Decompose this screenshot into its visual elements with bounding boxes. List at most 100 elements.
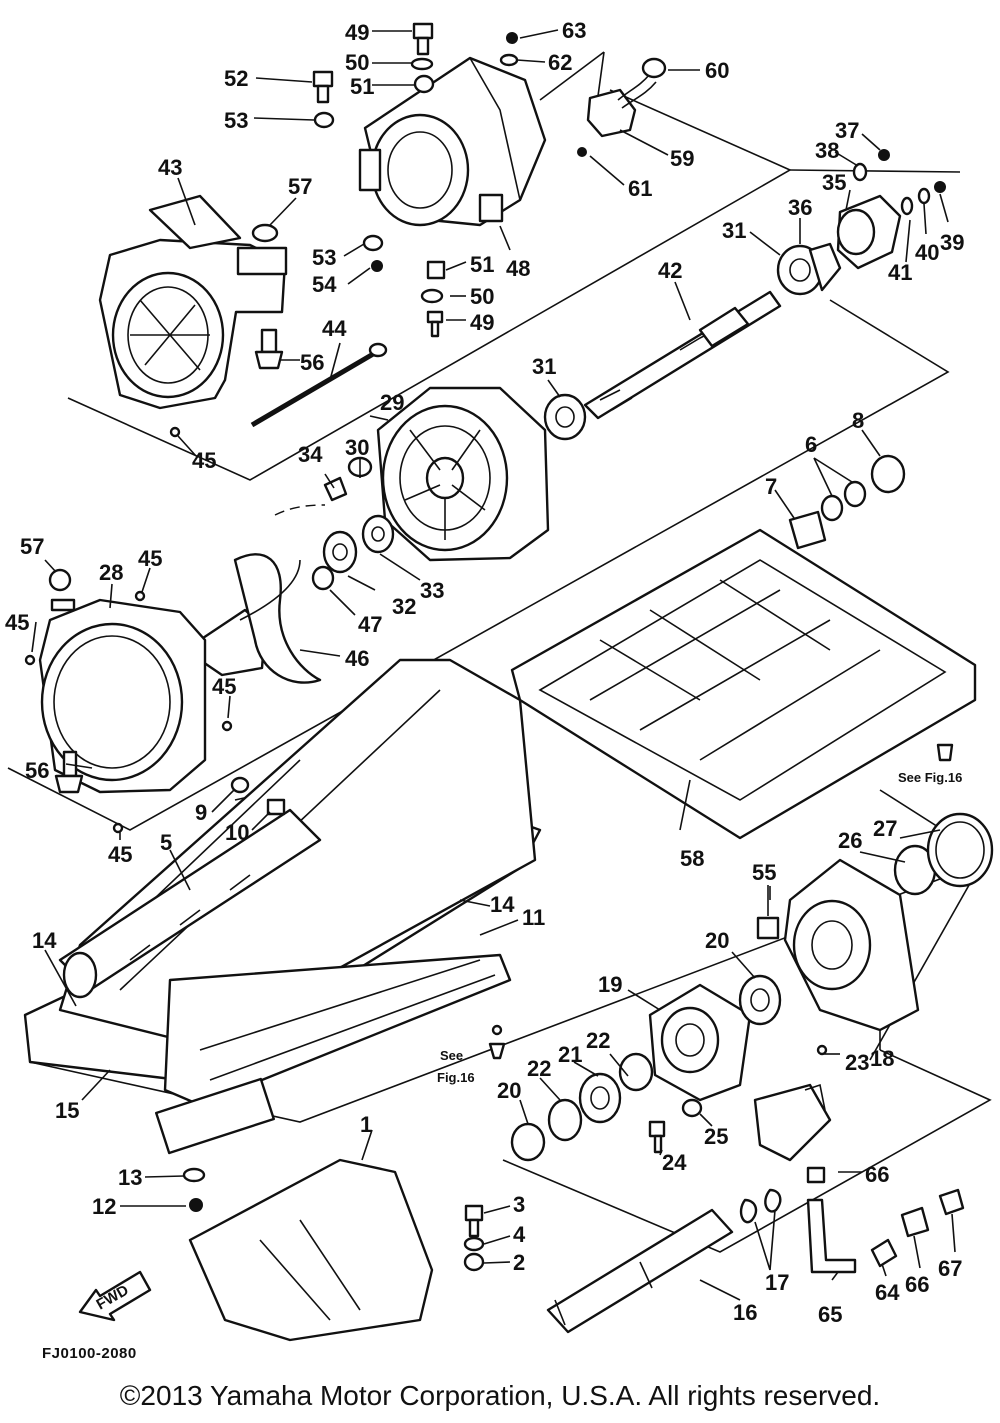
callout-17: 17	[765, 1270, 789, 1295]
callout-60: 60	[705, 58, 729, 83]
callout-14a: 14	[490, 892, 515, 917]
callout-21: 21	[558, 1042, 582, 1067]
copyright-notice: ©2013 Yamaha Motor Corporation, U.S.A. A…	[119, 1380, 881, 1411]
nozzle-ring-housing	[24, 568, 233, 834]
callout-10: 10	[225, 820, 249, 845]
callout-62: 62	[548, 50, 572, 75]
callout-numbers: 1 2 3 4 5 6 7 8 9 10 11 12 13 14 14 15 1…	[5, 18, 964, 1327]
callout-20a: 20	[705, 928, 729, 953]
callout-45a: 45	[192, 448, 216, 473]
callout-50b: 50	[470, 284, 494, 309]
intake-duct-body	[23, 658, 542, 1212]
leader-lines	[31, 29, 956, 1301]
callout-65: 65	[818, 1302, 842, 1327]
callout-26: 26	[838, 828, 862, 853]
callout-66b: 66	[905, 1272, 929, 1297]
callout-64: 64	[875, 1280, 900, 1305]
callout-57a: 57	[288, 174, 312, 199]
callout-51a: 51	[350, 74, 374, 99]
callout-13: 13	[118, 1165, 142, 1190]
callout-6: 6	[805, 432, 817, 457]
callout-22a: 22	[586, 1028, 610, 1053]
callout-2: 2	[513, 1250, 525, 1275]
pump-cover-assembly	[510, 812, 994, 1162]
callout-1: 1	[360, 1112, 372, 1137]
callout-52: 52	[224, 66, 248, 91]
callout-24: 24	[662, 1150, 687, 1175]
upper-bolts	[169, 223, 388, 438]
callout-57b: 57	[20, 534, 44, 559]
callout-49a: 49	[345, 20, 369, 45]
callout-31b: 31	[722, 218, 746, 243]
upper-housing	[358, 56, 547, 227]
callout-7: 7	[765, 474, 777, 499]
callout-58: 58	[680, 846, 704, 871]
callout-36: 36	[788, 195, 812, 220]
callout-42: 42	[658, 258, 682, 283]
callout-50a: 50	[345, 50, 369, 75]
fig-reference-marks: See Fig.16 See Fig.16	[437, 770, 962, 1085]
impeller	[198, 553, 322, 684]
callout-56b: 56	[25, 758, 49, 783]
callout-29: 29	[380, 390, 404, 415]
callout-45b: 45	[138, 546, 162, 571]
callout-32: 32	[392, 594, 416, 619]
callout-39: 39	[940, 230, 964, 255]
callout-56a: 56	[300, 350, 324, 375]
ride-plate	[510, 454, 977, 840]
callout-14b: 14	[32, 928, 57, 953]
hose-bracket	[577, 57, 667, 157]
callout-28: 28	[99, 560, 123, 585]
callout-4: 4	[513, 1222, 526, 1247]
callout-11: 11	[522, 905, 545, 930]
callout-53a: 53	[224, 108, 248, 133]
pump-housing	[274, 386, 550, 591]
callout-61: 61	[628, 176, 652, 201]
lower-cover	[188, 1158, 485, 1342]
callout-3: 3	[513, 1192, 525, 1217]
callout-54: 54	[312, 272, 337, 297]
callout-9: 9	[195, 800, 207, 825]
callout-16: 16	[733, 1300, 757, 1325]
callout-5: 5	[160, 830, 172, 855]
drawing-code: FJ0100-2080	[42, 1345, 137, 1362]
callout-34: 34	[298, 442, 323, 467]
callout-22b: 22	[527, 1056, 551, 1081]
group-outlines	[7, 89, 992, 1253]
top-fasteners	[312, 22, 519, 338]
see-fig-1-line2: Fig.16	[437, 1070, 475, 1085]
callout-33: 33	[420, 578, 444, 603]
callout-18: 18	[870, 1046, 894, 1071]
callout-66a: 66	[865, 1162, 889, 1187]
callout-35: 35	[822, 170, 846, 195]
callout-12: 12	[92, 1194, 116, 1219]
see-fig-2: See Fig.16	[898, 770, 962, 785]
see-fig-1-line1: See	[440, 1048, 463, 1063]
callout-30: 30	[345, 435, 369, 460]
callout-49b: 49	[470, 310, 494, 335]
callout-51b: 51	[470, 252, 494, 277]
nozzle-housing	[98, 194, 288, 410]
callout-46: 46	[345, 646, 369, 671]
callout-63: 63	[562, 18, 586, 43]
callout-19: 19	[598, 972, 622, 997]
callout-45c: 45	[5, 610, 29, 635]
drive-shaft-assembly	[543, 149, 946, 441]
callout-53b: 53	[312, 245, 336, 270]
callout-27: 27	[873, 816, 897, 841]
lower-shaft-and-hoses	[546, 1083, 965, 1334]
callout-8: 8	[852, 408, 864, 433]
callout-20b: 20	[497, 1078, 521, 1103]
callout-44: 44	[322, 316, 347, 341]
callout-31a: 31	[532, 354, 556, 379]
callout-40: 40	[915, 240, 939, 265]
callout-25: 25	[704, 1124, 728, 1149]
callout-67: 67	[938, 1256, 962, 1281]
callout-59: 59	[670, 146, 694, 171]
callout-38: 38	[815, 138, 839, 163]
callout-23: 23	[845, 1050, 869, 1075]
callout-37: 37	[835, 118, 859, 143]
callout-45e: 45	[108, 842, 132, 867]
callout-41: 41	[888, 260, 912, 285]
